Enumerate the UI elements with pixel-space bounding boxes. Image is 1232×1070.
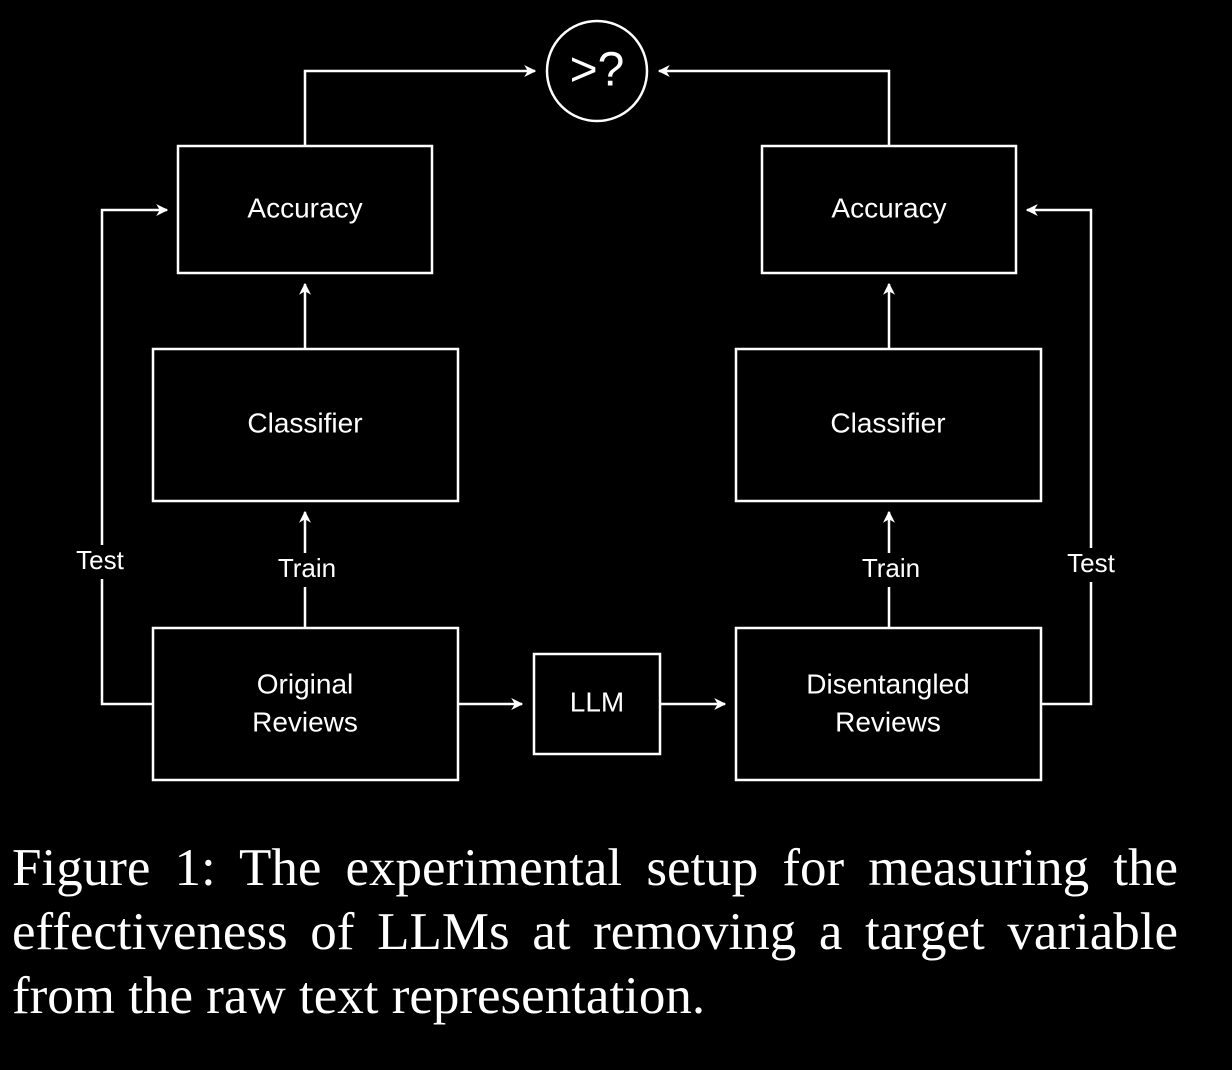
- disentangled-reviews-line2: Reviews: [835, 706, 941, 737]
- comparison-symbol: >?: [570, 44, 625, 97]
- original-reviews-line2: Reviews: [252, 706, 358, 737]
- edge-left-data-to-accuracy: [100, 204, 169, 706]
- right-accuracy-label: Accuracy: [831, 192, 946, 223]
- disentangled-reviews-line1: Disentangled: [806, 668, 969, 699]
- right-test-label: Test: [1067, 548, 1115, 578]
- right-classifier-label: Classifier: [830, 407, 945, 438]
- right-train-label: Train: [862, 553, 920, 583]
- left-accuracy-box: Accuracy: [176, 144, 434, 275]
- experimental-setup-diagram: >? Accuracy Classifier Train Test Origin…: [76, 19, 1116, 782]
- figure-caption: Figure 1: The experimental setup for mea…: [12, 839, 1178, 1025]
- llm-label: LLM: [570, 686, 624, 717]
- original-reviews-line1: Original: [257, 668, 353, 699]
- right-classifier-box: Classifier: [734, 347, 1043, 503]
- disentangled-reviews-box: Disentangled Reviews: [734, 626, 1043, 782]
- original-reviews-box: Original Reviews: [151, 626, 460, 782]
- edge-right-accuracy-to-compare: [657, 65, 891, 146]
- llm-box: LLM: [532, 652, 662, 756]
- comparison-node: >?: [545, 19, 649, 123]
- edge-right-data-to-accuracy: [1025, 204, 1093, 706]
- left-classifier-label: Classifier: [247, 407, 362, 438]
- left-classifier-box: Classifier: [151, 347, 460, 503]
- left-test-label: Test: [76, 545, 124, 575]
- left-train-label: Train: [278, 553, 336, 583]
- edge-left-accuracy-to-compare: [303, 65, 537, 146]
- left-accuracy-label: Accuracy: [247, 192, 362, 223]
- right-accuracy-box: Accuracy: [760, 144, 1018, 275]
